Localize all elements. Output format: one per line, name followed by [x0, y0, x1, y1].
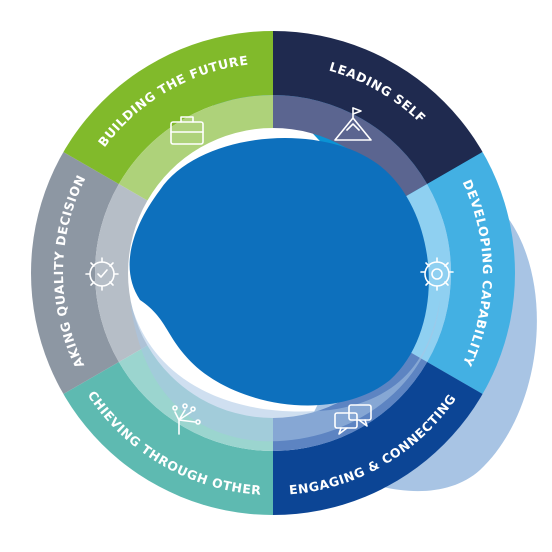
segment-leading-self — [273, 31, 515, 184]
hand-network-icon — [172, 403, 201, 435]
briefcase-icon — [170, 116, 204, 145]
inner-segment — [118, 95, 274, 201]
segment-making-quality-decisions — [31, 123, 119, 423]
segment-building-the-future — [31, 31, 273, 184]
segment-developing-capability — [427, 123, 515, 423]
segment-engaging-connecting — [273, 362, 515, 515]
ring-overlay — [130, 300, 440, 442]
center-blob — [129, 137, 429, 406]
gear-head-icon — [420, 257, 454, 291]
gear-check-icon — [85, 257, 119, 291]
segment-achieving-through-others — [31, 362, 273, 515]
mountain-flag-icon — [334, 107, 372, 141]
chat-bubbles-icon — [334, 404, 372, 435]
